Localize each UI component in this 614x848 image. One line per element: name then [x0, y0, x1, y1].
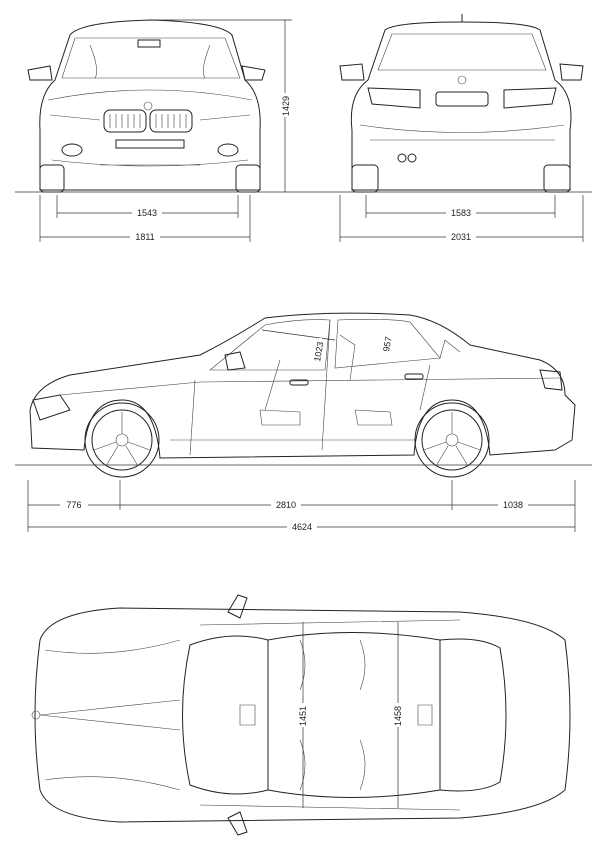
side-view: 1023 957 [15, 312, 592, 478]
dim-width: 1811 [135, 232, 154, 242]
top-view: 1451 1458 [31, 594, 571, 836]
rear-dimensions: 1583 2031 [339, 195, 584, 243]
side-dimensions: 776 2810 1038 4624 [27, 480, 576, 533]
dim-rear-headroom: 957 [381, 336, 393, 353]
dim-front-overhang: 776 [66, 500, 81, 510]
rear-view [339, 14, 584, 193]
dim-length: 4624 [292, 522, 312, 532]
dim-width-mirrors: 2031 [451, 232, 471, 242]
dim-front-headroom: 1023 [312, 341, 325, 362]
dim-rear-shoulder: 1458 [393, 706, 403, 726]
dim-wheelbase: 2810 [276, 500, 296, 510]
front-dimensions: 1543 1811 [39, 195, 251, 243]
dim-front-track: 1543 [137, 208, 157, 218]
dim-front-shoulder: 1451 [298, 706, 308, 726]
dim-height: 1429 [281, 96, 291, 116]
dim-rear-overhang: 1038 [503, 500, 523, 510]
front-view [27, 19, 266, 193]
dim-rear-track: 1583 [451, 208, 471, 218]
